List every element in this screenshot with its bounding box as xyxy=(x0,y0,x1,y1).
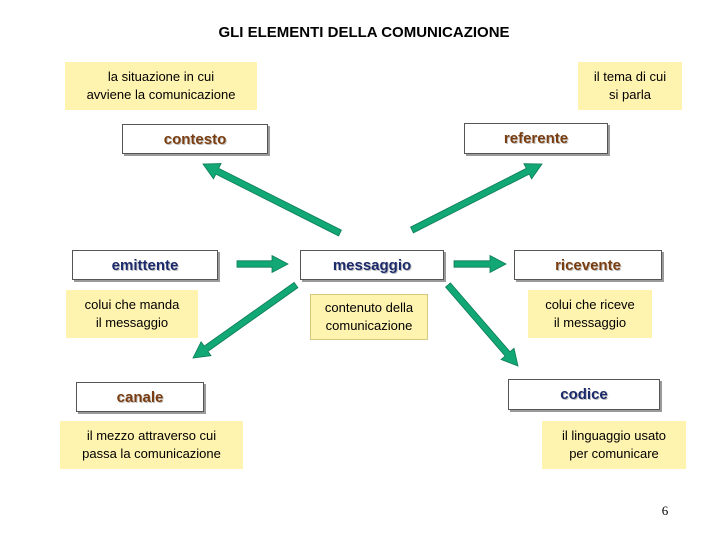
node-emittente: emittente xyxy=(72,250,218,280)
note-emittente: colui che manda il messaggio xyxy=(66,290,198,338)
arrow-to-referente xyxy=(410,163,543,234)
page-number: 6 xyxy=(661,503,669,518)
page-title: GLI ELEMENTI DELLA COMUNICAZIONE xyxy=(218,24,510,41)
note-contesto: la situazione in cui avviene la comunica… xyxy=(65,62,257,110)
arrow-to-contesto xyxy=(202,163,342,237)
node-referente: referente xyxy=(464,123,608,154)
arrow-to-codice xyxy=(445,282,519,367)
node-messaggio: messaggio xyxy=(300,250,444,280)
node-codice: codice xyxy=(508,379,660,410)
node-contesto: contesto xyxy=(122,124,268,154)
note-referente: il tema di cui si parla xyxy=(578,62,682,110)
note-codice: il linguaggio usato per comunicare xyxy=(542,421,686,469)
arrow-to-canale xyxy=(192,281,299,359)
node-ricevente: ricevente xyxy=(514,250,662,280)
node-canale: canale xyxy=(76,382,204,412)
note-messaggio: contenuto della comunicazione xyxy=(310,294,428,340)
arrow-to-ricevente xyxy=(453,254,507,274)
note-canale: il mezzo attraverso cui passa la comunic… xyxy=(60,421,243,469)
arrow-to-messaggio xyxy=(236,254,289,274)
note-ricevente: colui che riceve il messaggio xyxy=(528,290,652,338)
